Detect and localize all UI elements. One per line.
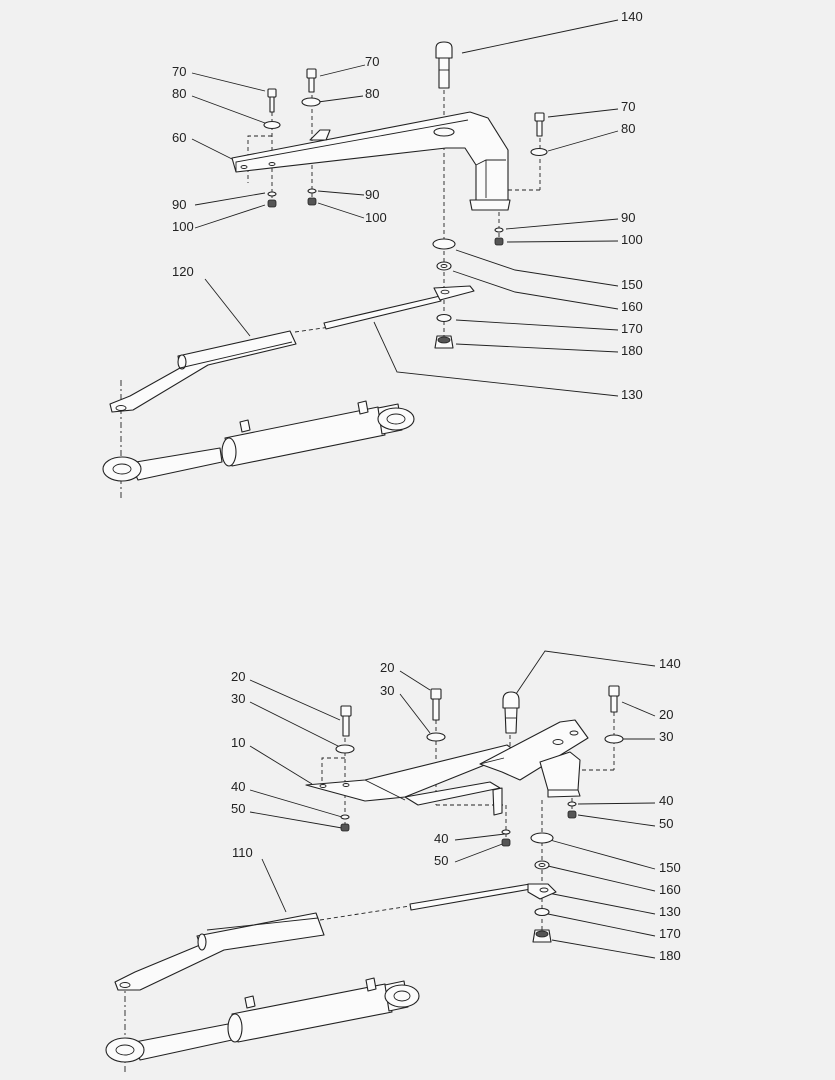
callout: 30 [380,683,394,698]
callout: 100 [172,219,194,234]
lower-callouts: 20 20 30 30 10 140 20 30 40 50 40 50 40 … [231,656,681,963]
upper-washer-80-left [263,120,281,130]
upper-bracket-60 [231,111,511,211]
callout: 20 [659,707,673,722]
upper-locknut-180 [434,335,454,349]
callout: 180 [659,948,681,963]
upper-hydraulic-cylinder [102,400,415,482]
callout: 110 [232,845,253,860]
upper-bolt-70-mid [306,68,317,93]
lower-lockwasher-40-left [340,814,350,820]
callout: 160 [621,299,643,314]
upper-bolt-70-right [534,112,545,137]
lower-locknut-180 [532,929,552,943]
upper-rod-130 [323,285,475,330]
upper-arm-120 [109,330,297,413]
lower-washer-30-right [604,734,624,744]
upper-washer-150 [432,238,456,250]
callout: 50 [231,801,245,816]
callout: 140 [621,9,643,24]
upper-bolt-140 [435,41,453,89]
lower-assembly: 20 20 30 30 10 140 20 30 40 50 40 50 40 … [105,650,681,1075]
lower-leader-lines [249,650,656,959]
callout: 80 [365,86,379,101]
callout: 90 [172,197,186,212]
lower-bolt-20-left [340,705,352,737]
upper-callouts: 140 70 70 80 80 60 70 80 90 90 100 100 9… [172,9,643,402]
callout: 130 [621,387,643,402]
upper-bushing-160 [436,261,452,271]
lower-bolt-140 [502,691,520,734]
callout: 70 [621,99,635,114]
callout: 70 [172,64,186,79]
lower-bracket-10 [305,719,589,816]
callout: 50 [659,816,673,831]
upper-lockwasher-90-left [267,191,277,197]
callout: 120 [172,264,194,279]
callout: 40 [231,779,245,794]
lower-arm-110 [114,912,325,991]
callout: 90 [621,210,635,225]
callout: 30 [231,691,245,706]
upper-washer-80-right [530,147,548,157]
callout: 30 [659,729,673,744]
callout: 70 [365,54,379,69]
lower-washer-30-left [335,744,355,754]
callout: 140 [659,656,681,671]
upper-nut-100-right [494,237,504,246]
callout: 100 [365,210,387,225]
callout: 160 [659,882,681,897]
upper-washer-170 [436,313,452,323]
lower-lockwasher-40-mid [501,829,511,835]
callout: 20 [380,660,394,675]
lower-bolt-20-mid [430,688,442,721]
lower-washer-170 [534,907,550,917]
lower-bolt-20-right [608,685,620,713]
callout: 150 [621,277,643,292]
lower-rod-130 [409,883,557,911]
callout: 50 [434,853,448,868]
upper-bolt-70-left [267,88,277,113]
upper-nut-100-left [267,199,277,208]
callout: 180 [621,343,643,358]
lower-washer-30-mid [426,732,446,742]
lower-washer-150 [530,832,554,844]
callout: 170 [621,321,643,336]
lower-bushing-160 [534,860,550,870]
callout: 130 [659,904,681,919]
lower-nut-50-left [340,823,350,832]
lower-hydraulic-cylinder [105,977,420,1063]
callout: 40 [659,793,673,808]
callout: 170 [659,926,681,941]
lower-nut-50-mid [501,838,511,847]
upper-washer-80-mid [301,97,321,107]
callout: 80 [172,86,186,101]
callout: 150 [659,860,681,875]
callout: 40 [434,831,448,846]
upper-lockwasher-90-mid [307,188,317,194]
upper-assembly: 140 70 70 80 80 60 70 80 90 90 100 100 9… [102,9,643,500]
callout: 10 [231,735,245,750]
upper-leader-lines [191,19,619,397]
callout: 20 [231,669,245,684]
upper-nut-100-mid [307,197,317,206]
callout: 100 [621,232,643,247]
upper-lockwasher-90-right [494,227,504,233]
callout: 60 [172,130,186,145]
callout: 90 [365,187,379,202]
callout: 80 [621,121,635,136]
lower-lockwasher-40-right [567,801,577,807]
lower-nut-50-right [567,810,577,819]
